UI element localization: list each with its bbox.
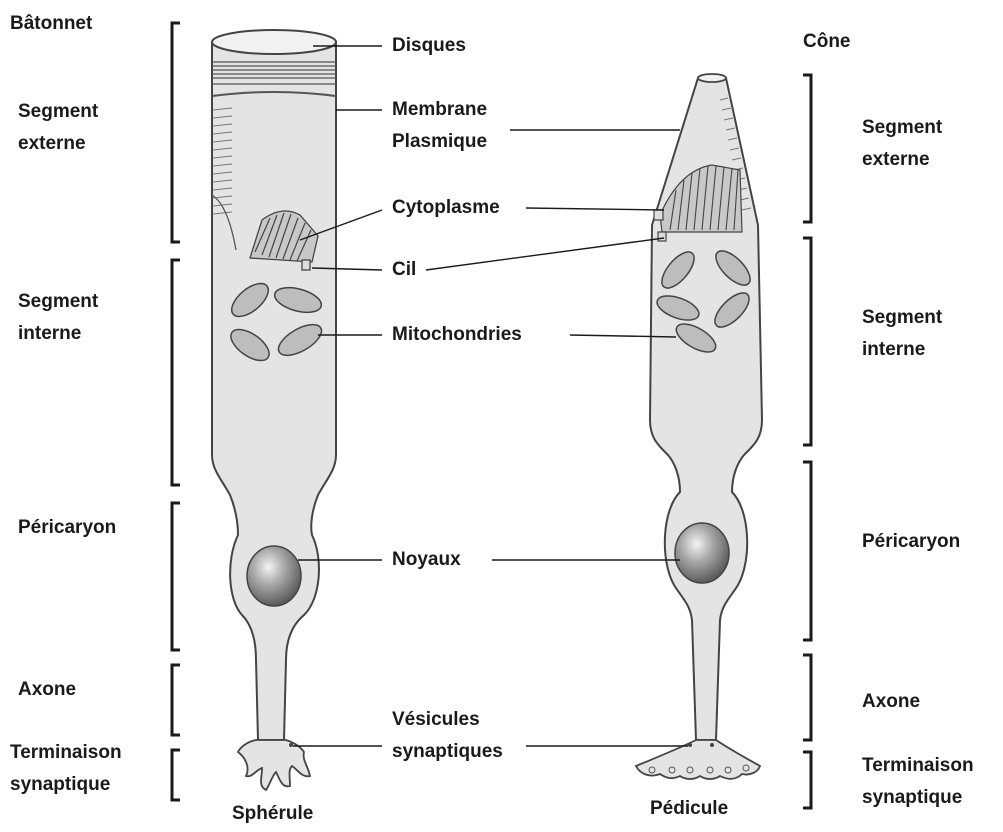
rod-outer-segment-label: Segment externe <box>18 96 98 160</box>
rod-terminal-line1: Terminaison <box>10 737 122 769</box>
cone-ending-label: Pédicule <box>650 793 728 825</box>
membrane-line2: Plasmique <box>392 126 487 158</box>
leader-cilium-cone <box>426 238 664 270</box>
left-brackets <box>172 23 180 800</box>
cone-axon-label: Axone <box>862 686 920 718</box>
mitochondria-label: Mitochondries <box>392 319 522 351</box>
bracket-cone-pericaryon <box>803 462 811 640</box>
cytoplasm-label: Cytoplasme <box>392 192 500 224</box>
rod-ending-label: Sphérule <box>232 798 313 830</box>
cone-vesicle-right <box>710 743 714 747</box>
bracket-rod-inner-segment <box>172 260 180 485</box>
bracket-rod-pericaryon <box>172 503 180 650</box>
rod-terminal-line2: synaptique <box>10 769 122 801</box>
rod-outer-segment-line2: externe <box>18 128 98 160</box>
rod-axon-label: Axone <box>18 674 76 706</box>
cone-pericaryon-label: Péricaryon <box>862 526 960 558</box>
membrane-label: Membrane Plasmique <box>392 94 487 158</box>
bracket-cone-outer-segment <box>803 75 811 222</box>
cone-inner-segment-line2: interne <box>862 334 942 366</box>
rod-title: Bâtonnet <box>10 8 92 40</box>
vesicles-line1: Vésicules <box>392 704 503 736</box>
nuclei-label: Noyaux <box>392 544 461 576</box>
cone-inner-segment-label: Segment interne <box>862 302 942 366</box>
vesicles-line2: synaptiques <box>392 736 503 768</box>
rod-spherule <box>238 740 310 790</box>
cone-inner-segment-line1: Segment <box>862 302 942 334</box>
rod-cell <box>212 42 336 740</box>
vesicles-label: Vésicules synaptiques <box>392 704 503 768</box>
right-brackets <box>803 75 811 808</box>
cone-terminal-label: Terminaison synaptique <box>862 750 974 814</box>
cone-outer-segment-line1: Segment <box>862 112 942 144</box>
disks-label: Disques <box>392 30 466 62</box>
bracket-rod-outer-segment <box>172 23 180 242</box>
bracket-rod-terminal <box>172 750 180 800</box>
rod-vesicle <box>289 743 293 747</box>
cone-title: Cône <box>803 26 851 58</box>
cone-outer-segment-line2: externe <box>862 144 942 176</box>
bracket-rod-axon <box>172 665 180 735</box>
cone-terminal-line2: synaptique <box>862 782 974 814</box>
rod-terminal-label: Terminaison synaptique <box>10 737 122 801</box>
rod-inner-segment-line1: Segment <box>18 286 98 318</box>
rod-nucleus <box>247 546 301 606</box>
leader-lines <box>293 46 688 746</box>
rod-inner-segment-label: Segment interne <box>18 286 98 350</box>
leader-cytoplasm-cone <box>526 208 664 210</box>
rod-pericaryon-label: Péricaryon <box>18 512 116 544</box>
cone-nucleus <box>675 523 729 583</box>
cone-vesicle-left <box>688 743 692 747</box>
rod-body-outline <box>212 42 336 740</box>
bracket-cone-terminal <box>803 752 811 808</box>
bracket-cone-axon <box>803 655 811 740</box>
rod-outer-segment-line1: Segment <box>18 96 98 128</box>
cilium-label: Cil <box>392 254 416 286</box>
cone-outer-segment-label: Segment externe <box>862 112 942 176</box>
bracket-cone-inner-segment <box>803 238 811 445</box>
rod-inner-segment-line2: interne <box>18 318 98 350</box>
membrane-line1: Membrane <box>392 94 487 126</box>
cone-terminal-line1: Terminaison <box>862 750 974 782</box>
